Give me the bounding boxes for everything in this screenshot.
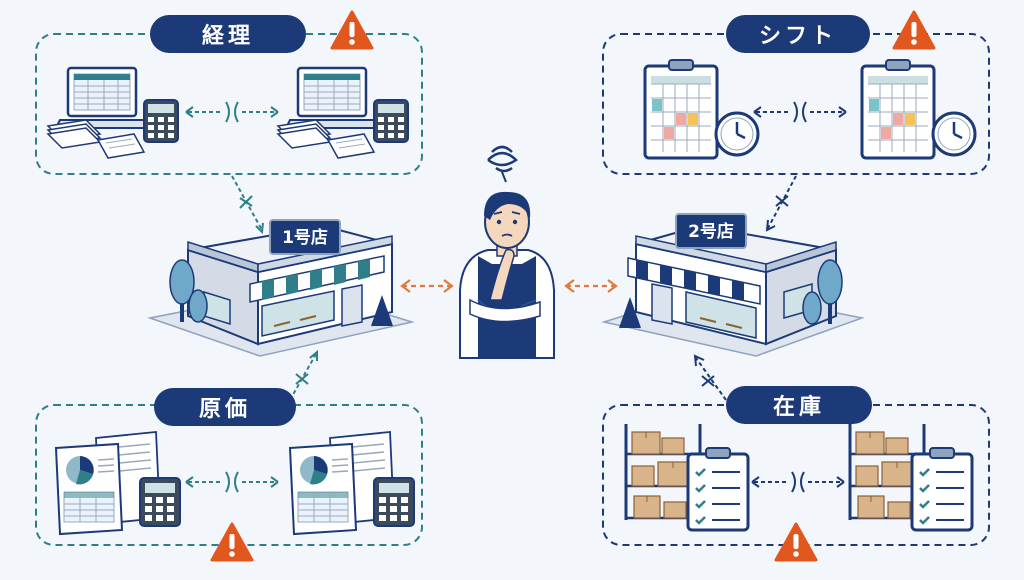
shelf-boxes-icon (624, 422, 750, 532)
broken-link-accounting (185, 101, 279, 123)
confused-manager (459, 145, 555, 359)
calendar-clipboard-icon (643, 58, 760, 160)
warning-icon (892, 10, 936, 50)
accounting-label: 経理 (150, 15, 306, 53)
connector-inventory-store2 (693, 354, 727, 401)
pie-chart-document-icon (289, 431, 415, 535)
pie-chart-document-icon (55, 431, 181, 535)
laptop-icon (46, 66, 180, 160)
connector-store1-manager (400, 279, 454, 293)
broken-link-shift (753, 101, 847, 123)
connector-accounting-store1 (231, 175, 264, 235)
laptop-icon (276, 66, 410, 160)
warning-icon (330, 10, 374, 50)
calendar-clipboard-icon (860, 58, 977, 160)
inventory-label: 在庫 (726, 386, 872, 424)
store-2: 2号店 (601, 213, 865, 357)
connector-manager-store2 (564, 279, 618, 293)
store-1-sign: 1号店 (282, 227, 328, 248)
shelf-boxes-icon (848, 422, 974, 532)
store-1: 1号店 (147, 219, 415, 357)
store-2-sign: 2号店 (688, 221, 734, 242)
connector-shift-store2 (765, 175, 797, 232)
warning-icon (774, 522, 818, 562)
broken-link-inventory (751, 471, 845, 493)
shift-label: シフト (726, 15, 870, 53)
warning-icon (210, 522, 254, 562)
connector-cost-store1 (289, 349, 318, 401)
cost-label: 原価 (154, 388, 296, 426)
broken-link-cost (185, 471, 279, 493)
